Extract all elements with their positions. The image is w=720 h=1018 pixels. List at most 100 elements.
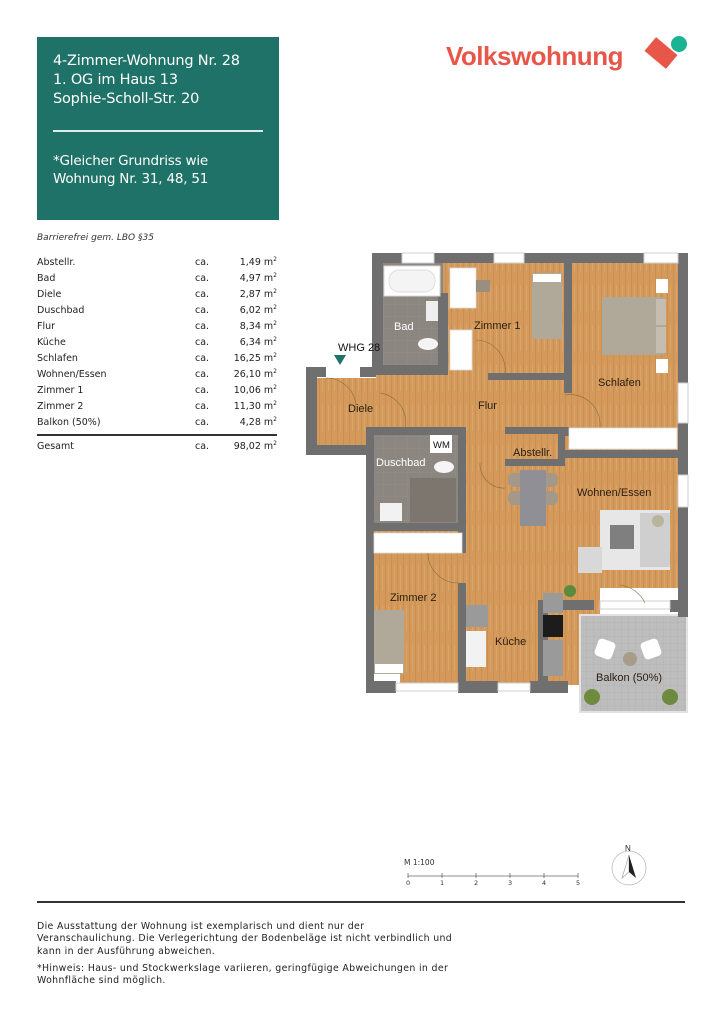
area-name: Zimmer 2: [37, 400, 84, 412]
area-value: 4,97 m2: [239, 271, 277, 284]
area-table: Abstellr. ca. 1,49 m2 Bad ca. 4,97 m2 Diele c…: [37, 254, 277, 455]
duschbad-toilet: [434, 461, 454, 473]
area-name: Wohnen/Essen: [37, 368, 107, 380]
disclaimer-paragraph-1: Die Ausstattung der Wohnung ist exemplar…: [37, 921, 453, 957]
windows: [395, 252, 689, 692]
area-row: Diele ca. 2,87 m2: [37, 286, 277, 302]
room-label-schlafen: Schlafen: [598, 377, 641, 389]
area-approx: ca.: [195, 272, 210, 284]
room-label-abstellr: Abstellr.: [513, 447, 552, 459]
area-name: Zimmer 1: [37, 384, 84, 396]
scale-tick: 4: [542, 879, 547, 887]
area-value: 4,28 m2: [239, 415, 277, 428]
area-row: Wohnen/Essen ca. 26,10 m2: [37, 366, 277, 382]
area-row: Zimmer 1 ca. 10,06 m2: [37, 382, 277, 398]
disclaimer: Die Ausstattung der Wohnung ist exemplar…: [37, 921, 457, 987]
apartment-address: Sophie-Scholl-Str. 20: [53, 91, 200, 107]
scale-tick: 0: [406, 879, 411, 887]
room-label-diele: Diele: [348, 403, 373, 415]
area-name: Schlafen: [37, 352, 78, 364]
area-approx: ca.: [195, 336, 210, 348]
area-row: Balkon (50%)ca.4,28 m2: [37, 414, 277, 430]
same-layout-note: *Gleicher Grundriss wie Wohnung Nr. 31, …: [53, 152, 263, 188]
room-label-zimmer2: Zimmer 2: [390, 592, 436, 604]
apartment-title: 4-Zimmer-Wohnung Nr. 28: [53, 53, 240, 69]
area-name: Abstellr.: [37, 256, 76, 268]
footer-divider: [37, 901, 685, 903]
kitchen-counters: [466, 593, 563, 676]
balcony-furniture: [584, 638, 678, 705]
room-label-duschbad: Duschbad: [376, 457, 426, 469]
area-name: Flur: [37, 320, 56, 332]
accessibility-note: Barrierefrei gem. LBO §35: [37, 233, 154, 243]
entrance-label: WHG 28: [338, 342, 380, 354]
schlafen-bed: [602, 279, 668, 373]
area-approx: ca.: [195, 288, 210, 300]
area-value: 8,34 m2: [239, 319, 277, 332]
area-name: Küche: [37, 336, 66, 348]
dining-table: [508, 470, 558, 526]
apartment-floor: 1. OG im Haus 13: [53, 72, 178, 88]
area-value: 26,10 m2: [233, 367, 277, 380]
area-approx: ca.: [195, 304, 210, 316]
scale-tick: 1: [440, 879, 445, 887]
room-label-zimmer1: Zimmer 1: [474, 320, 520, 332]
scale-tick: 2: [474, 879, 479, 887]
scale-tick: 5: [576, 879, 581, 887]
area-value: 1,49 m2: [239, 255, 277, 268]
room-label-balkon: Balkon (50%): [596, 672, 662, 684]
area-name: Bad: [37, 272, 56, 284]
scale-tick: 3: [508, 879, 513, 887]
duschbad-sink: [380, 503, 402, 521]
north-arrow-icon: N: [611, 844, 647, 886]
area-name: Diele: [37, 288, 62, 300]
area-value: 2,87 m2: [239, 287, 277, 300]
scale-bar: M 1:100 0 1 2 3 4 5: [404, 858, 584, 890]
volkswohnung-logo: Volkswohnung: [446, 36, 687, 76]
bathtub: [383, 265, 441, 297]
room-labels: Bad Zimmer 1 Schlafen Diele Flur Duschba…: [348, 320, 662, 684]
door-swings: [325, 339, 646, 604]
area-row: Bad ca. 4,97 m2: [37, 270, 277, 286]
bad-sink: [426, 301, 438, 321]
area-total-divider: [37, 434, 277, 436]
room-label-wohnen-essen: Wohnen/Essen: [577, 487, 651, 499]
area-value: 6,02 m2: [239, 303, 277, 316]
area-approx: ca.: [195, 384, 210, 396]
area-approx: ca.: [195, 368, 210, 380]
floor-plan: WHG 28 Bad Zimmer 1 Schlafen Diele Flur …: [306, 252, 689, 713]
zimmer2-bed: [374, 610, 404, 674]
shower: [410, 478, 456, 522]
area-row: Abstellr. ca. 1,49 m2: [37, 254, 277, 270]
area-total-name: Gesamt: [37, 441, 74, 452]
living-room-furniture: [564, 510, 670, 597]
logo-wordmark: Volkswohnung: [446, 40, 623, 71]
area-approx: ca.: [195, 256, 210, 268]
area-value: 6,34 m2: [239, 335, 277, 348]
zimmer1-bed: [532, 273, 562, 339]
area-name: Balkon (50%): [37, 416, 101, 428]
room-label-wm: WM: [433, 440, 450, 451]
area-total-value: 98,02 m2: [233, 439, 277, 452]
room-label-bad: Bad: [394, 321, 414, 333]
area-value: 16,25 m2: [233, 351, 277, 364]
built-ins: [373, 267, 678, 554]
room-label-flur: Flur: [478, 400, 497, 412]
scale-ruler-icon: [407, 873, 579, 878]
scale-label: M 1:100: [404, 858, 435, 867]
area-row: Küche ca. 6,34 m2: [37, 334, 277, 350]
washing-machine: [430, 435, 452, 453]
same-layout-note-line-2: Wohnung Nr. 31, 48, 51: [53, 170, 209, 187]
bad-toilet: [418, 338, 438, 350]
area-approx: ca.: [195, 320, 210, 332]
title-divider: [53, 130, 263, 132]
area-value: 10,06 m2: [233, 383, 277, 396]
logo-mark-icon: [644, 36, 687, 69]
same-layout-note-line-1: *Gleicher Grundriss wie: [53, 152, 208, 169]
area-value: 11,30 m2: [233, 399, 277, 412]
desk-chair: [476, 280, 490, 292]
apartment-info-box: 4-Zimmer-Wohnung Nr. 28 1. OG im Haus 13…: [37, 37, 279, 220]
